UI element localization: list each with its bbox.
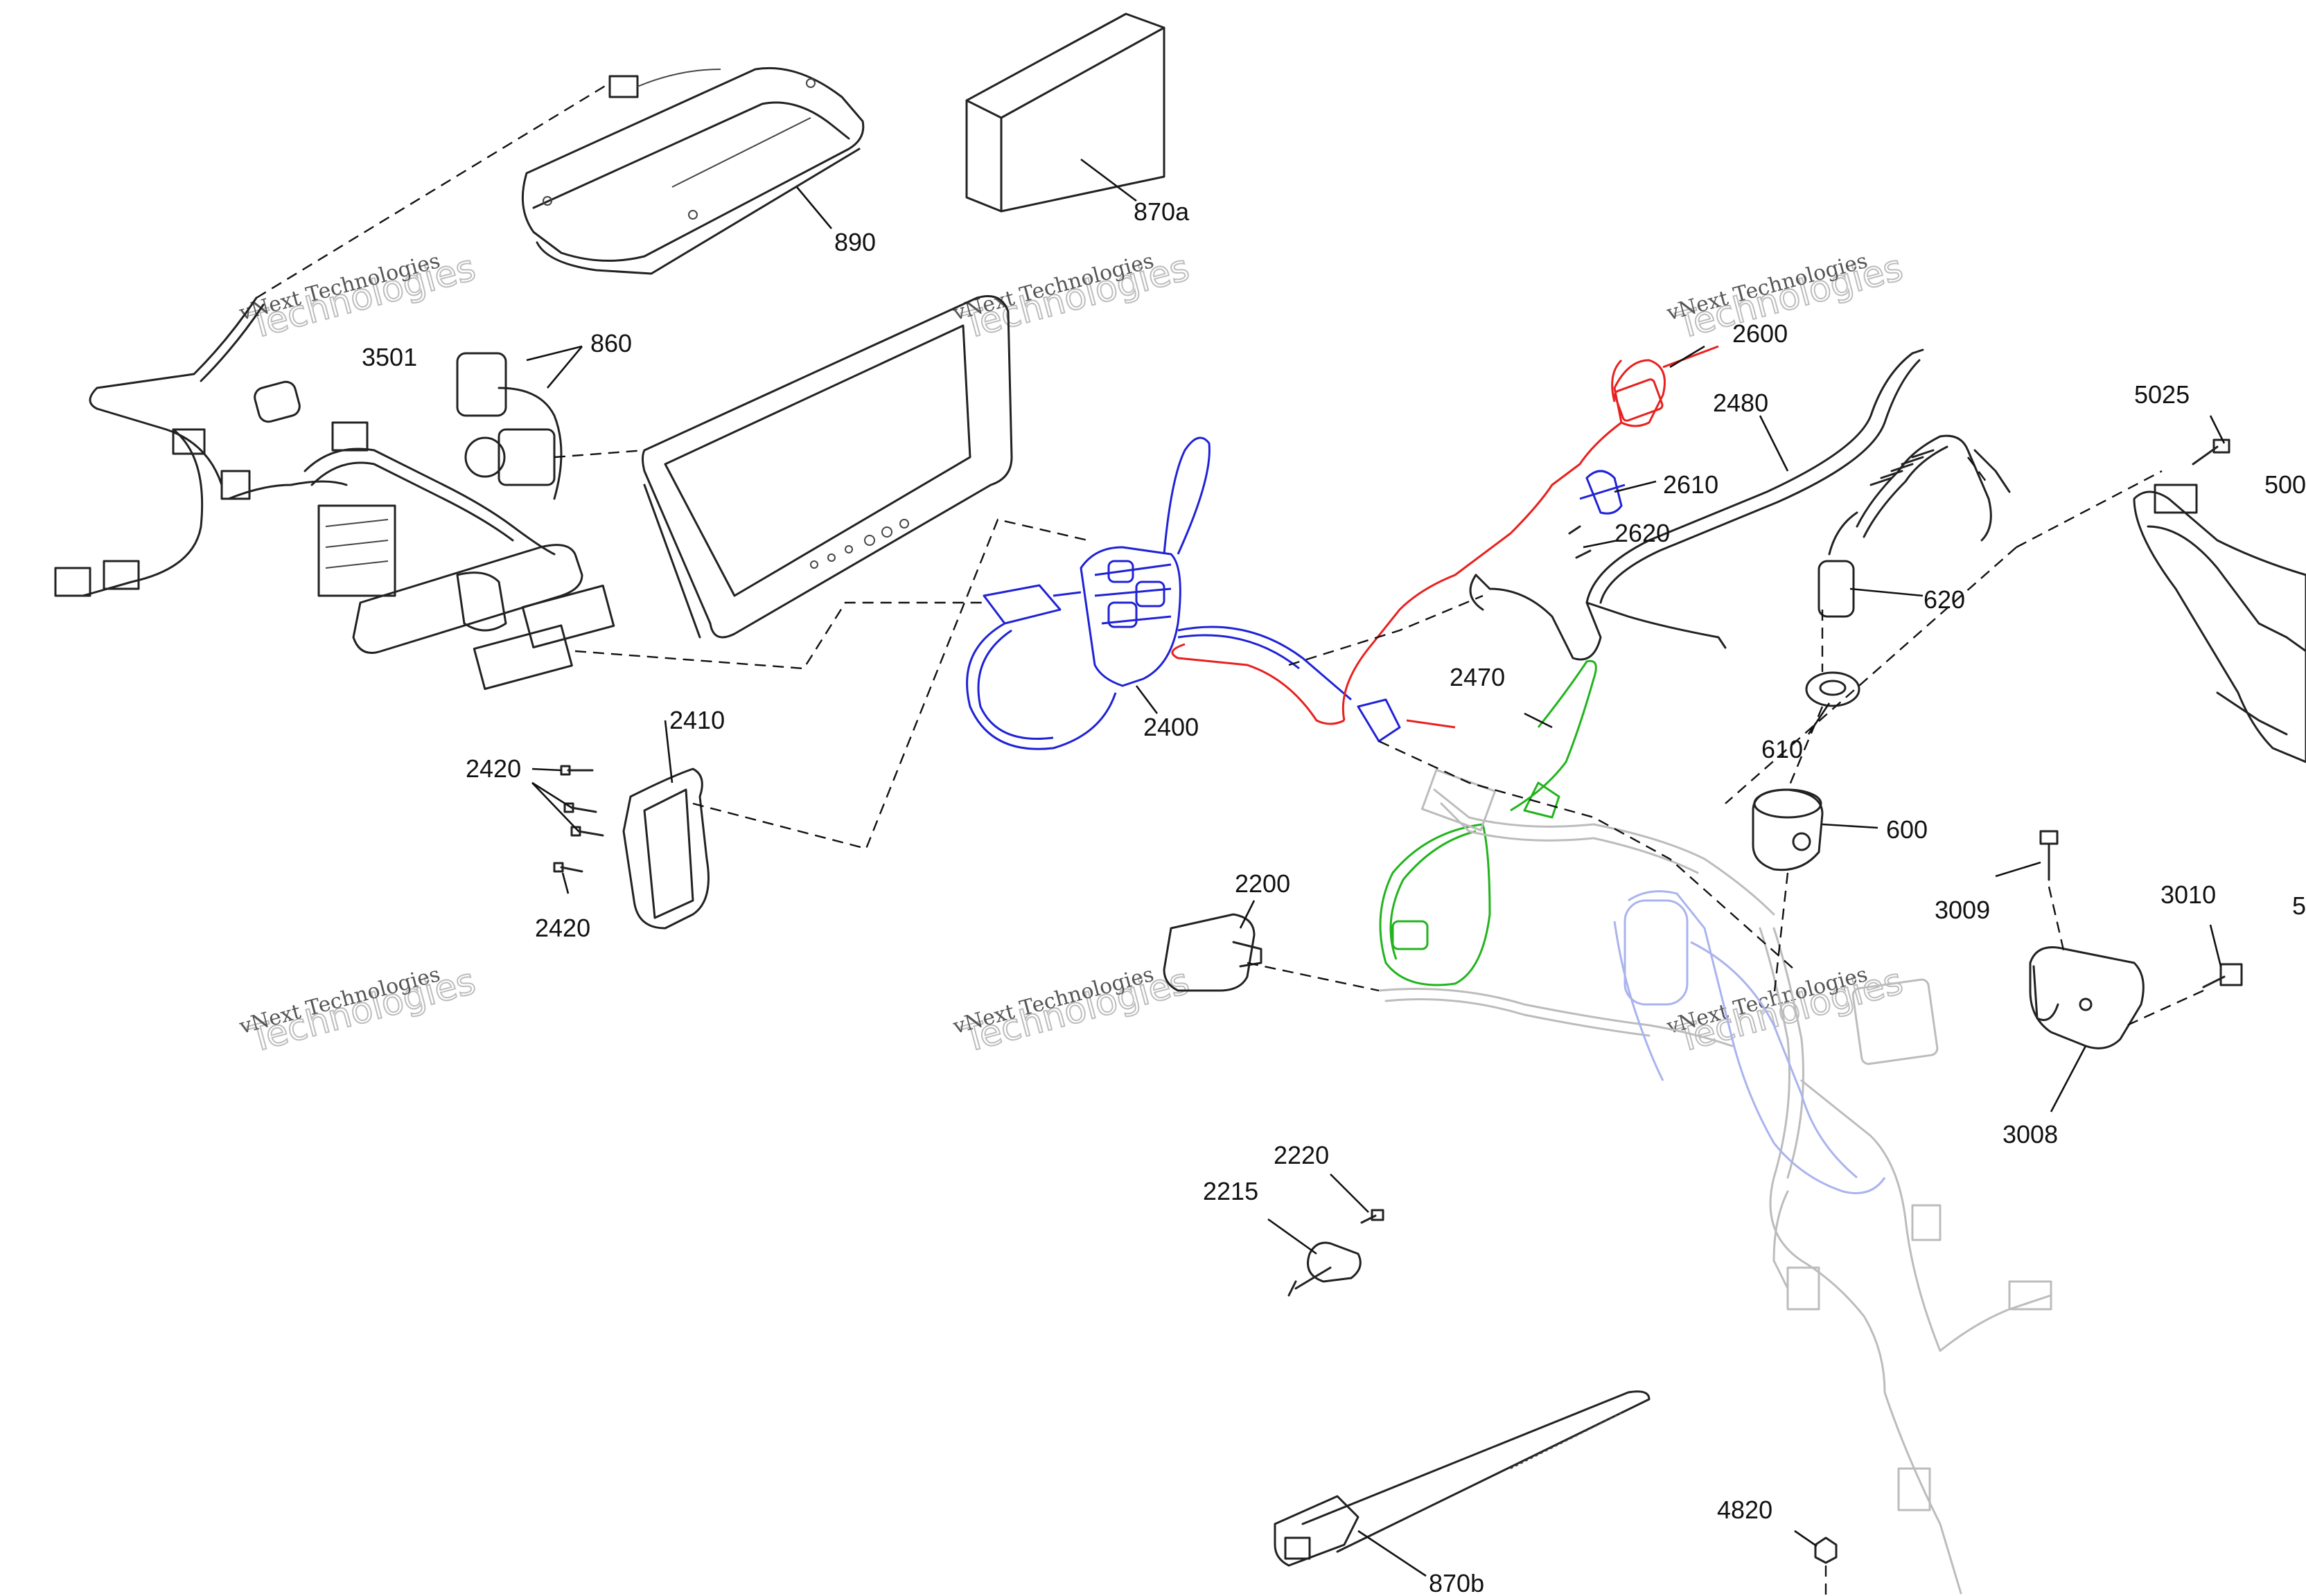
watermark-group-5: Technologies vNext Technologies bbox=[950, 960, 1194, 1062]
label-2420-bottom: 2420 bbox=[535, 914, 590, 942]
label-5025: 5025 bbox=[2134, 380, 2190, 409]
part-2220-screw bbox=[1360, 1209, 1384, 1224]
label-4820: 4820 bbox=[1717, 1496, 1772, 1524]
label-2220: 2220 bbox=[1274, 1141, 1329, 1169]
label-2480: 2480 bbox=[1713, 389, 1768, 417]
part-2470-green-harness bbox=[1379, 659, 1597, 986]
watermark-group-1: Technologies vNext Technologies bbox=[236, 247, 480, 348]
part-4820-nut bbox=[1814, 1536, 1838, 1564]
label-2420-top: 2420 bbox=[466, 754, 521, 783]
part-620-coil bbox=[1817, 434, 2011, 618]
label-2200: 2200 bbox=[1235, 869, 1290, 898]
part-2480-cable bbox=[1469, 348, 1924, 661]
part-600-key-switch bbox=[1752, 788, 1824, 871]
part-2215-flange bbox=[1287, 1241, 1362, 1297]
part-2410-bracket bbox=[622, 768, 710, 930]
main-harness-faded bbox=[1378, 768, 2052, 1595]
part-2620-screws bbox=[1568, 525, 1592, 559]
label-3008: 3008 bbox=[2003, 1120, 2058, 1149]
label-2400: 2400 bbox=[1143, 713, 1199, 741]
label-2610: 2610 bbox=[1663, 470, 1718, 499]
part-870a-block bbox=[965, 12, 1165, 213]
label-2600: 2600 bbox=[1732, 319, 1788, 348]
label-3009: 3009 bbox=[1935, 896, 1990, 924]
label-890: 890 bbox=[834, 228, 876, 256]
label-870b: 870b bbox=[1429, 1569, 1484, 1596]
assembly-dashed-lines bbox=[256, 82, 2204, 1596]
part-2420-screws bbox=[553, 765, 604, 873]
label-3501: 3501 bbox=[362, 343, 417, 371]
part-display-screen bbox=[642, 295, 1013, 639]
label-2215: 2215 bbox=[1203, 1177, 1258, 1205]
part-870b-cable-tie bbox=[1274, 1390, 1651, 1567]
label-600: 600 bbox=[1886, 815, 1928, 844]
part-860-harness bbox=[54, 296, 615, 691]
label-2410: 2410 bbox=[669, 706, 725, 734]
label-620: 620 bbox=[1924, 585, 1965, 614]
watermark-group-4: Technologies vNext Technologies bbox=[236, 960, 480, 1062]
label-2470: 2470 bbox=[1450, 663, 1505, 691]
label-860: 860 bbox=[590, 329, 632, 357]
part-2610-connector bbox=[1579, 470, 1626, 515]
part-2600-red-cable bbox=[1171, 345, 1719, 729]
label-870a: 870a bbox=[1134, 197, 1190, 226]
part-610-ring bbox=[1805, 671, 1860, 707]
part-5025-bolt bbox=[2192, 438, 2230, 466]
watermark-group-2: Technologies vNext Technologies bbox=[950, 247, 1194, 348]
label-2620: 2620 bbox=[1614, 519, 1670, 547]
label-5-partial: 5 bbox=[2292, 892, 2306, 920]
part-2400-switch-blue bbox=[966, 436, 1401, 750]
part-890-pack bbox=[521, 66, 865, 275]
part-3010-bolt bbox=[2202, 963, 2243, 988]
part-3008-bracket bbox=[2029, 946, 2145, 1049]
display-buttons bbox=[810, 519, 909, 569]
part-500-assembly bbox=[2133, 484, 2306, 763]
label-3010: 3010 bbox=[2160, 880, 2216, 909]
label-500: 500 bbox=[2264, 470, 2306, 499]
part-2200-sensor bbox=[1163, 913, 1262, 992]
part-labels: 890 870a 860 3501 2410 2420 2420 2400 26… bbox=[362, 197, 2306, 1596]
leader-lines bbox=[526, 158, 2226, 1577]
label-610: 610 bbox=[1761, 735, 1803, 763]
part-3009-bolt bbox=[2039, 830, 2059, 881]
